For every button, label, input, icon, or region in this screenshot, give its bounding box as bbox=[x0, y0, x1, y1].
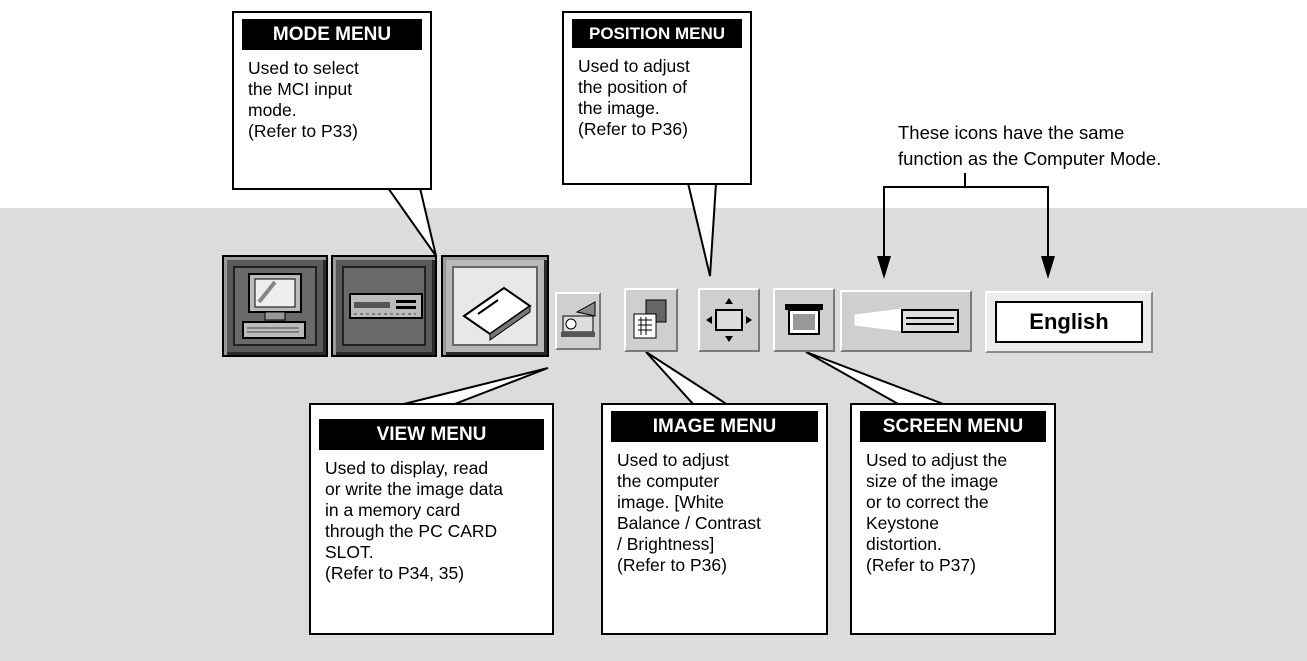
note-text: These icons have the same function as th… bbox=[898, 120, 1161, 172]
position-menu-description: Used to adjust the position of the image… bbox=[578, 56, 690, 139]
image-adjust-icon[interactable] bbox=[624, 288, 678, 352]
video-icon[interactable] bbox=[331, 255, 437, 357]
screen-menu-description: Used to adjust the size of the image or … bbox=[866, 450, 1008, 575]
screen-icon[interactable] bbox=[773, 288, 835, 352]
arrow-line-right bbox=[964, 173, 1049, 258]
position-icon[interactable] bbox=[698, 288, 760, 352]
lamp-icon[interactable] bbox=[840, 290, 972, 352]
note-line-1: These icons have the same bbox=[898, 122, 1125, 143]
screen-pointer bbox=[805, 351, 947, 406]
arrow-head-right bbox=[1041, 256, 1055, 279]
pc-card-icon[interactable] bbox=[441, 255, 549, 357]
language-button[interactable]: English bbox=[985, 291, 1153, 353]
view-menu-title: VIEW MENU bbox=[319, 419, 544, 450]
image-pointer bbox=[645, 351, 732, 406]
computer-icon[interactable] bbox=[222, 255, 328, 357]
view-pointer bbox=[399, 367, 549, 406]
image-menu-description: Used to adjust the computer image. [Whit… bbox=[617, 450, 761, 575]
note-line-2: function as the Computer Mode. bbox=[898, 148, 1162, 169]
projector-icon[interactable] bbox=[555, 292, 601, 350]
mode-menu-callout: MODE MENU Used to select the MCI input m… bbox=[232, 11, 432, 190]
arrow-head-left bbox=[877, 256, 891, 279]
arrow-line-left bbox=[883, 186, 965, 258]
view-menu-description: Used to display, read or write the image… bbox=[325, 458, 504, 583]
language-label: English bbox=[995, 301, 1143, 343]
view-menu-callout: VIEW MENU Used to display, read or write… bbox=[309, 403, 554, 635]
mode-menu-title: MODE MENU bbox=[242, 19, 422, 50]
mode-menu-description: Used to select the MCI input mode. (Refe… bbox=[248, 58, 359, 141]
screen-menu-callout: SCREEN MENU Used to adjust the size of t… bbox=[850, 403, 1056, 635]
position-menu-title: POSITION MENU bbox=[572, 19, 742, 48]
position-pointer bbox=[686, 182, 718, 277]
image-menu-title: IMAGE MENU bbox=[611, 411, 818, 442]
screen-menu-title: SCREEN MENU bbox=[860, 411, 1046, 442]
image-menu-callout: IMAGE MENU Used to adjust the computer i… bbox=[601, 403, 828, 635]
mode-pointer bbox=[386, 187, 437, 257]
position-menu-callout: POSITION MENU Used to adjust the positio… bbox=[562, 11, 752, 185]
